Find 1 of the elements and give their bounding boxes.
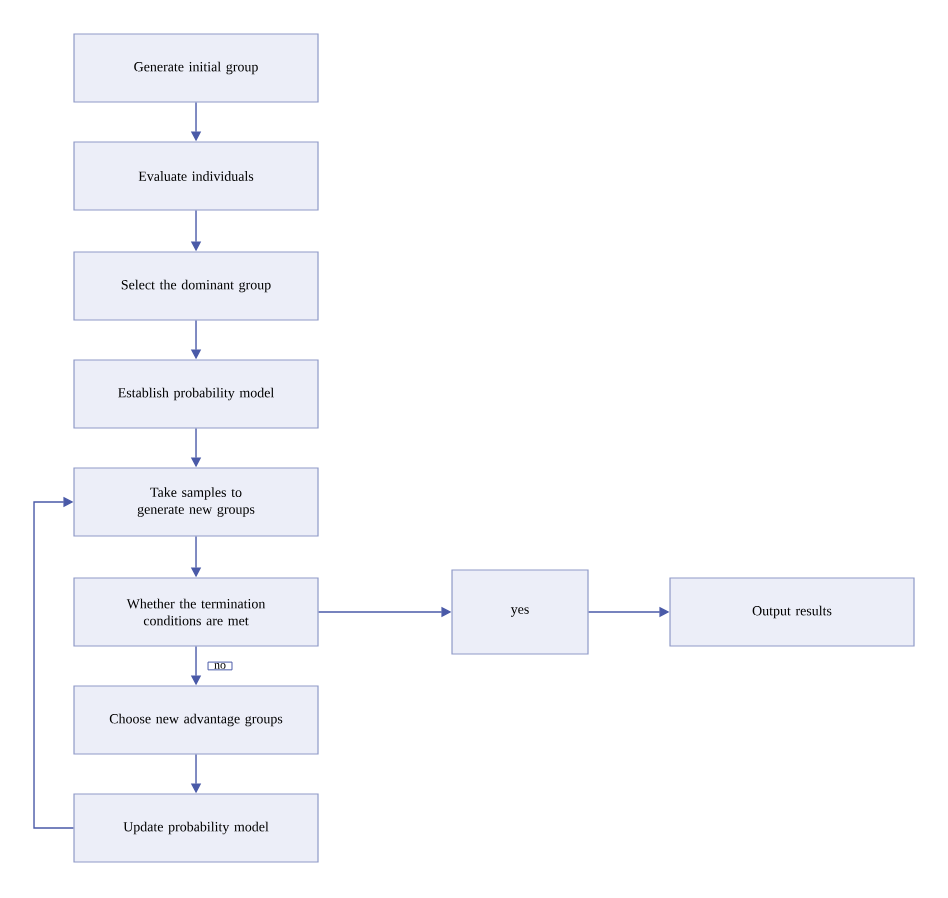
arrow: [33, 496, 75, 829]
